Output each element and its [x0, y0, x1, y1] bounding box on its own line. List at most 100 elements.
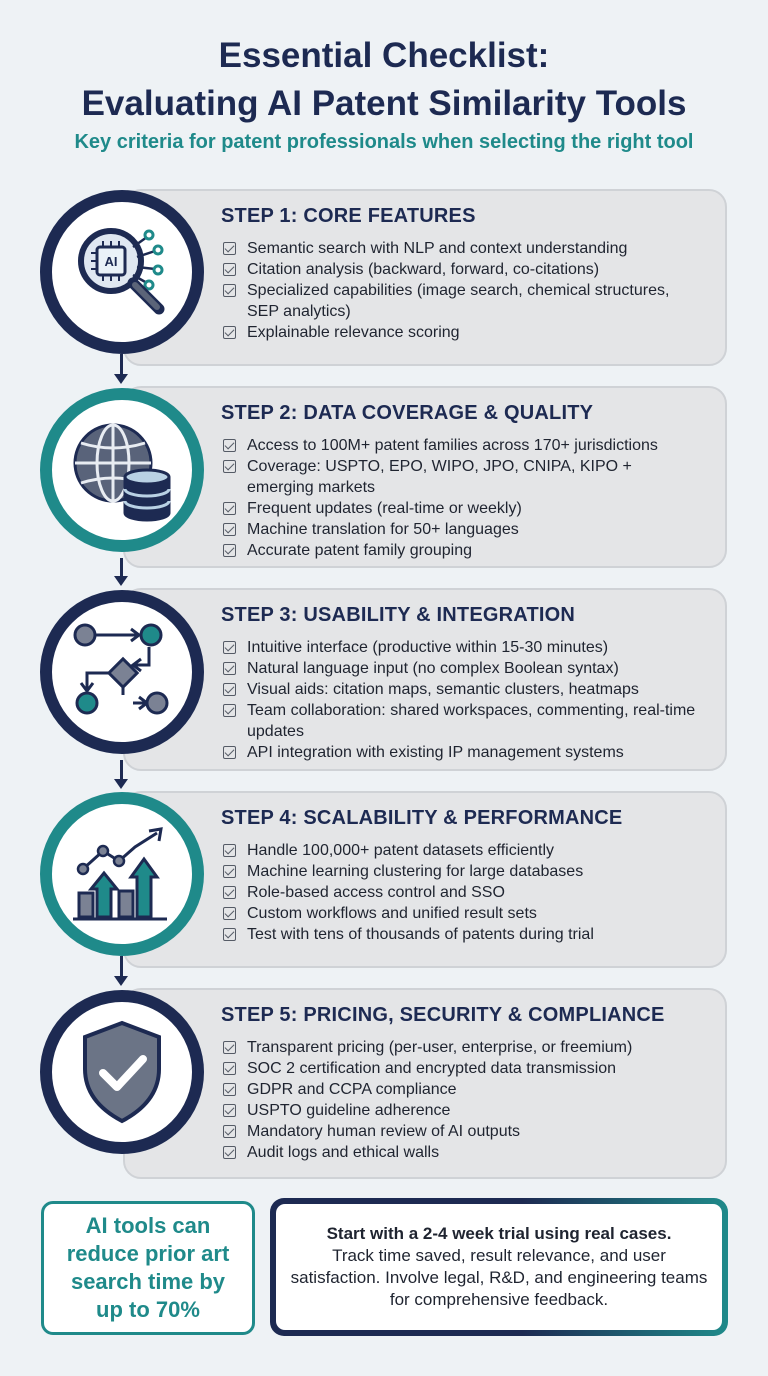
globe-database-icon: [73, 423, 171, 522]
checklist-item: Coverage: USPTO, EPO, WIPO, JPO, CNIPA, …: [221, 456, 701, 498]
checkbox-icon: [223, 1104, 236, 1117]
checklist-item: Handle 100,000+ patent datasets efficien…: [221, 840, 701, 861]
checklist-item-text: Specialized capabilities (image search, …: [247, 282, 670, 320]
checklist-item-text: Team collaboration: shared workspaces, c…: [247, 702, 696, 740]
checklist-item-text: Machine translation for 50+ languages: [247, 521, 519, 538]
checklist-item-text: Semantic search with NLP and context und…: [247, 240, 628, 257]
checkbox-icon: [223, 886, 236, 899]
checkbox-icon: [223, 460, 236, 473]
page-title-line2: Evaluating AI Patent Similarity Tools: [81, 84, 687, 123]
checklist-item: GDPR and CCPA compliance: [221, 1079, 701, 1100]
checklist-item: Test with tens of thousands of patents d…: [221, 924, 701, 945]
checkbox-icon: [223, 502, 236, 515]
step-1-icon-circle: AI: [40, 190, 204, 354]
checkbox-icon: [223, 844, 236, 857]
checkbox-icon: [223, 1125, 236, 1138]
checklist-item: Visual aids: citation maps, semantic clu…: [221, 679, 701, 700]
checkbox-icon: [223, 326, 236, 339]
checklist-item-text: Test with tens of thousands of patents d…: [247, 926, 594, 943]
checkbox-icon: [223, 662, 236, 675]
checklist-item: Natural language input (no complex Boole…: [221, 658, 701, 679]
trial-advice-box: Start with a 2-4 week trial using real c…: [270, 1198, 728, 1336]
checklist-item-text: Coverage: USPTO, EPO, WIPO, JPO, CNIPA, …: [247, 458, 632, 496]
workflow-diagram-icon: [73, 623, 169, 715]
checklist-item: Explainable relevance scoring: [221, 322, 701, 343]
checklist-item-text: Natural language input (no complex Boole…: [247, 660, 619, 677]
checkbox-icon: [223, 544, 236, 557]
checkbox-icon: [223, 1146, 236, 1159]
checklist-item: Custom workflows and unified result sets: [221, 903, 701, 924]
arrow-down-icon: [114, 576, 128, 586]
growth-chart-icon: [73, 827, 167, 921]
checklist-item-text: Transparent pricing (per-user, enterpris…: [247, 1039, 633, 1056]
step-5-heading: STEP 5: PRICING, SECURITY & COMPLIANCE: [221, 1004, 665, 1026]
checklist-item-text: Mandatory human review of AI outputs: [247, 1123, 521, 1140]
checklist-item-text: Role-based access control and SSO: [247, 884, 505, 901]
checklist-item-text: Handle 100,000+ patent datasets efficien…: [247, 842, 555, 859]
step-4-card: STEP 4: SCALABILITY & PERFORMANCE Handle…: [123, 791, 727, 968]
ai-chip-magnifier-icon: AI: [78, 228, 165, 315]
step-5-icon-circle: [40, 990, 204, 1154]
step-1-checklist: Semantic search with NLP and context und…: [221, 238, 701, 343]
checklist-item: Semantic search with NLP and context und…: [221, 238, 701, 259]
step-1-card: STEP 1: CORE FEATURES Semantic search wi…: [123, 189, 727, 366]
checkbox-icon: [223, 523, 236, 536]
step-5-checklist: Transparent pricing (per-user, enterpris…: [221, 1037, 701, 1163]
checkbox-icon: [223, 1041, 236, 1054]
checklist-item: Citation analysis (backward, forward, co…: [221, 259, 701, 280]
step-3-icon-circle: [40, 590, 204, 754]
checklist-item: Team collaboration: shared workspaces, c…: [221, 700, 701, 742]
step-2-heading: STEP 2: DATA COVERAGE & QUALITY: [221, 402, 594, 424]
arrow-down-icon: [114, 779, 128, 789]
checkbox-icon: [223, 263, 236, 276]
checklist-item-text: Frequent updates (real-time or weekly): [247, 500, 522, 517]
step-4-checklist: Handle 100,000+ patent datasets efficien…: [221, 840, 701, 945]
checklist-item: Transparent pricing (per-user, enterpris…: [221, 1037, 701, 1058]
checklist-item: Machine learning clustering for large da…: [221, 861, 701, 882]
checklist-item: SOC 2 certification and encrypted data t…: [221, 1058, 701, 1079]
checkbox-icon: [223, 928, 236, 941]
step-connector: [120, 760, 123, 781]
checklist-item-text: Custom workflows and unified result sets: [247, 905, 537, 922]
step-3-heading: STEP 3: USABILITY & INTEGRATION: [221, 604, 576, 626]
checkbox-icon: [223, 439, 236, 452]
step-3-checklist: Intuitive interface (productive within 1…: [221, 637, 701, 763]
checklist-item: Audit logs and ethical walls: [221, 1142, 701, 1163]
checklist-item-text: Visual aids: citation maps, semantic clu…: [247, 681, 639, 698]
checklist-item-text: Access to 100M+ patent families across 1…: [247, 437, 658, 454]
step-connector: [120, 956, 123, 978]
checkbox-icon: [223, 1083, 236, 1096]
checkbox-icon: [223, 683, 236, 696]
checkbox-icon: [223, 907, 236, 920]
checklist-item: Specialized capabilities (image search, …: [221, 280, 701, 322]
checklist-item-text: SOC 2 certification and encrypted data t…: [247, 1060, 617, 1077]
checklist-item-text: Intuitive interface (productive within 1…: [247, 639, 609, 656]
page-subtitle: Key criteria for patent professionals wh…: [74, 131, 694, 153]
checklist-item-text: Citation analysis (backward, forward, co…: [247, 261, 600, 278]
step-2-card: STEP 2: DATA COVERAGE & QUALITY Access t…: [123, 386, 727, 568]
checkbox-icon: [223, 865, 236, 878]
checklist-item-text: Accurate patent family grouping: [247, 542, 473, 559]
checklist-item: API integration with existing IP managem…: [221, 742, 701, 763]
step-1-heading: STEP 1: CORE FEATURES: [221, 205, 476, 227]
checkbox-icon: [223, 284, 236, 297]
checklist-item-text: Audit logs and ethical walls: [247, 1144, 440, 1161]
checklist-item-text: GDPR and CCPA compliance: [247, 1081, 457, 1098]
step-connector: [120, 354, 123, 376]
step-2-icon-circle: [40, 388, 204, 552]
checkbox-icon: [223, 746, 236, 759]
shield-check-icon: [83, 1020, 161, 1124]
checklist-item: Accurate patent family grouping: [221, 540, 701, 561]
checklist-item: Role-based access control and SSO: [221, 882, 701, 903]
checklist-item-text: Explainable relevance scoring: [247, 324, 460, 341]
trial-advice-content: Start with a 2-4 week trial using real c…: [276, 1204, 722, 1330]
checklist-item: USPTO guideline adherence: [221, 1100, 701, 1121]
step-connector: [120, 558, 123, 578]
step-2-checklist: Access to 100M+ patent families across 1…: [221, 435, 701, 561]
step-4-icon-circle: [40, 792, 204, 956]
step-4-heading: STEP 4: SCALABILITY & PERFORMANCE: [221, 807, 623, 829]
arrow-down-icon: [114, 976, 128, 986]
checklist-item: Machine translation for 50+ languages: [221, 519, 701, 540]
svg-text:AI: AI: [105, 254, 118, 269]
checklist-item-text: USPTO guideline adherence: [247, 1102, 451, 1119]
